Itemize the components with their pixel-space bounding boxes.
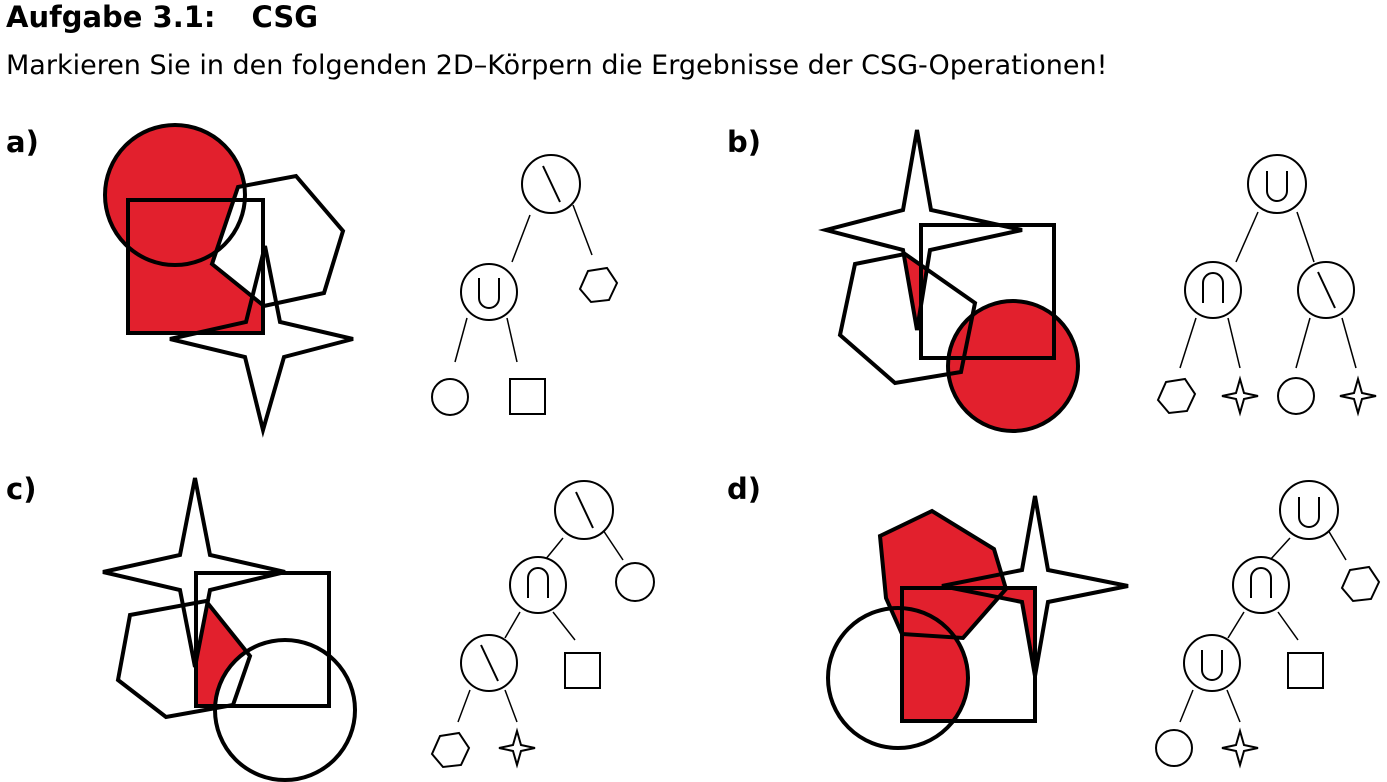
part-c-csg-tree: [430, 480, 655, 769]
square-leaf-icon: [509, 378, 546, 415]
union-operator-icon: [478, 278, 500, 309]
circle-shape: [213, 638, 357, 782]
task-instruction: Markieren Sie in den folgenden 2D–Körper…: [6, 50, 1108, 81]
hexagon-leaf-icon: [578, 266, 619, 304]
union-operator-icon: [1201, 650, 1223, 681]
circle-leaf-icon: [1155, 729, 1193, 767]
star-leaf-icon: [1339, 375, 1377, 417]
hexagon-shape: [877, 508, 1009, 641]
square-shape: [194, 571, 331, 708]
part-c-solid: [102, 477, 357, 782]
task-title: CSG: [251, 0, 319, 34]
part-b-label: b): [727, 125, 762, 159]
union-operator-icon: [1266, 171, 1288, 202]
star-leaf-icon: [1221, 727, 1259, 769]
difference-operator-icon: [1317, 271, 1336, 309]
difference-operator-icon: [480, 644, 499, 682]
circle-shape: [103, 123, 247, 267]
part-d-label: d): [727, 472, 762, 506]
square-shape: [919, 223, 1056, 360]
part-c-label: c): [6, 472, 37, 506]
part-b-result-fill: [840, 254, 1078, 431]
intersection-operator-icon: [527, 567, 549, 598]
union-operator-icon: [1298, 497, 1320, 528]
part-b-csg-tree: [1156, 154, 1377, 417]
difference-operator-icon: [575, 491, 594, 529]
square-shape: [900, 586, 1037, 723]
star-leaf-icon: [498, 727, 536, 769]
circle-shape: [946, 299, 1080, 433]
circle-leaf-icon: [615, 562, 655, 602]
task-heading: Aufgabe 3.1: CSG: [6, 0, 318, 34]
star-shape: [169, 245, 354, 438]
circle-shape: [826, 606, 970, 750]
part-a-label: a): [6, 125, 39, 159]
part-b-solid: [818, 129, 1080, 433]
hexagon-leaf-icon: [430, 731, 471, 769]
part-a-solid: [103, 123, 354, 438]
square-leaf-icon: [1287, 652, 1324, 689]
part-d-solid: [826, 495, 1129, 750]
task-number: Aufgabe 3.1:: [6, 0, 216, 34]
star-leaf-icon: [1221, 375, 1259, 417]
circle-leaf-icon: [431, 378, 469, 416]
hexagon-leaf-icon: [1340, 565, 1381, 603]
hexagon-shape: [209, 173, 346, 309]
intersection-operator-icon: [1202, 272, 1224, 303]
part-a-csg-tree: [431, 154, 619, 416]
intersection-operator-icon: [1250, 567, 1272, 598]
part-d-csg-tree: [1155, 480, 1381, 769]
square-leaf-icon: [564, 652, 601, 689]
hexagon-leaf-icon: [1156, 377, 1197, 415]
hexagon-shape: [115, 598, 253, 720]
difference-operator-icon: [542, 165, 561, 203]
circle-leaf-icon: [1277, 377, 1315, 415]
star-shape: [818, 129, 1023, 331]
